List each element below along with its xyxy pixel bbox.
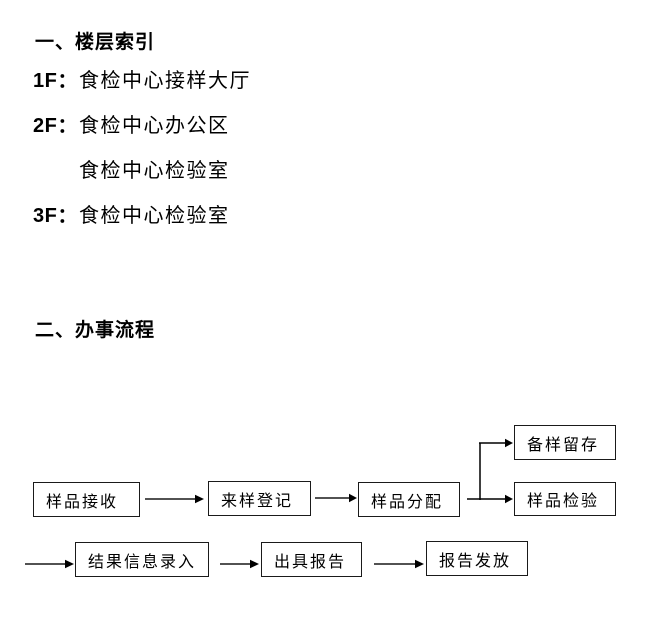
floor-label: 1F： [33, 70, 78, 92]
floor-entry: 1F：食检中心接样大厅 [33, 68, 251, 94]
arrow-receive-to-register [145, 494, 204, 504]
flow-node-backup-retain: 备样留存 [514, 425, 616, 460]
flow-node-sample-inspect: 样品检验 [514, 482, 616, 516]
floor-label: 3F： [33, 205, 78, 227]
floor-text: 食检中心检验室 [79, 205, 230, 227]
arrow-register-to-distribute [315, 493, 357, 503]
arrow-distribute-to-backup [479, 438, 513, 448]
flow-node-result-entry: 结果信息录入 [75, 542, 209, 577]
flow-node-sample-distribute: 样品分配 [358, 482, 460, 517]
floor-entry: 3F：食检中心检验室 [33, 203, 230, 229]
floor-text: 食检中心办公区 [79, 115, 230, 137]
arrow-lead-to-result-entry [25, 559, 74, 569]
floor-label: 2F： [33, 115, 78, 137]
floor-text: 食检中心接样大厅 [79, 70, 251, 92]
floor-index-heading: 一、楼层索引 [35, 32, 156, 53]
flow-node-issue-report: 出具报告 [261, 542, 362, 577]
flow-node-sample-receive: 样品接收 [33, 482, 140, 517]
floor-entry: 食检中心检验室 [33, 158, 230, 184]
flow-node-sample-register: 来样登记 [208, 481, 311, 516]
arrow-distribute-to-inspect [467, 494, 513, 504]
flow-node-report-dispatch: 报告发放 [426, 541, 528, 576]
floor-text: 食检中心检验室 [79, 160, 230, 182]
arrow-result-to-report [220, 559, 259, 569]
floor-entry: 2F：食检中心办公区 [33, 113, 230, 139]
arrow-report-to-issue [374, 559, 424, 569]
process-heading: 二、办事流程 [35, 320, 156, 341]
